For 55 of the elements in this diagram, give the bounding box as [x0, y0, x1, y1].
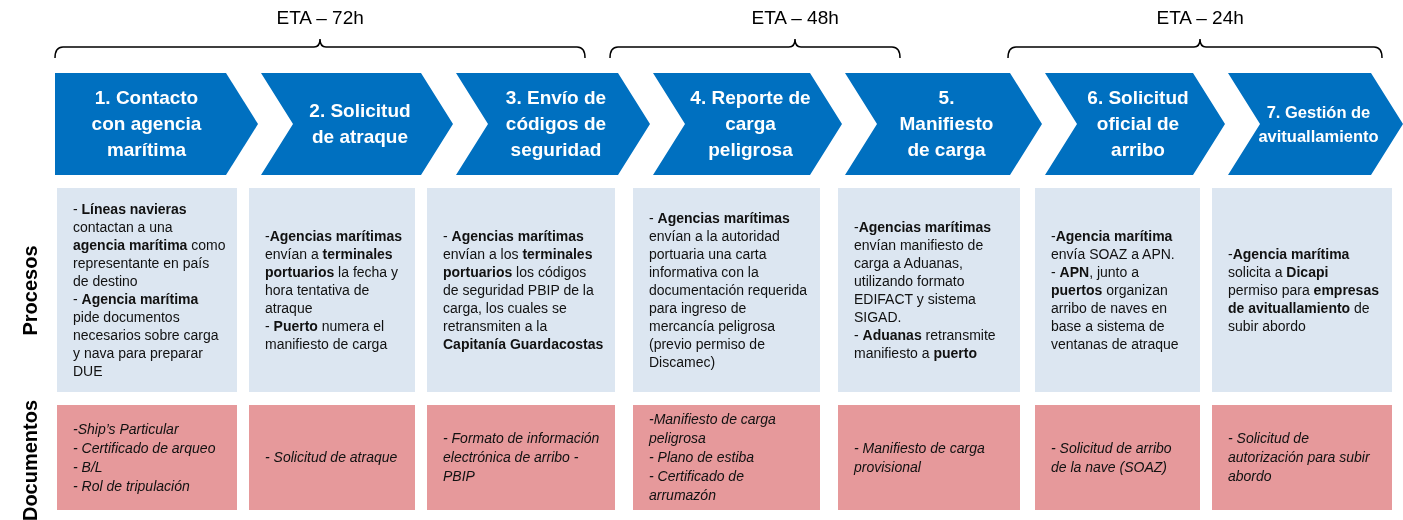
process-card	[1035, 188, 1200, 392]
process-card	[57, 188, 237, 392]
process-text: - Agencias marítimas envían a los terminales portuarios los códigos de seguridad PBIP de la carga, los cuales se retransmiten a la Capitanía Guardacostas	[443, 227, 605, 353]
process-text: - Agencia marítima pide documentos necesarios sobre carga y nava para preparar DUE	[73, 290, 220, 380]
document-item: -Manifiesto de carga peligrosa	[649, 410, 777, 448]
chevron-step	[1045, 73, 1225, 175]
document-item: - Manifiesto de carga provisional	[854, 438, 986, 477]
document-item: - Solicitud de autorización para subir abordo	[1228, 429, 1371, 486]
step-title: 7. Gestión de avituallamiento	[1257, 102, 1380, 147]
process-text: - Aduanas retransmite manifiesto a puerto	[854, 326, 997, 362]
step-title: 5. Manifiesto de carga	[898, 86, 995, 162]
document-item: - Rol de tripulación	[73, 476, 191, 496]
process-text: - APN, junto a puertos organizan arribo de naves en base a sistema de ventanas de atraque	[1051, 263, 1180, 353]
process-text: -Agencia marítima solicita a Dicapi permiso para empresas de avituallamiento de subir abordo	[1228, 245, 1380, 335]
chevron-step	[1228, 73, 1403, 175]
process-card	[633, 188, 820, 392]
document-card	[633, 405, 820, 510]
time-label: ETA – 72h	[276, 7, 364, 29]
document-card	[249, 405, 415, 510]
document-item: - Formato de información electrónica de arribo - PBIP	[443, 429, 601, 486]
process-text: - Puerto numera el manifiesto de carga	[265, 317, 389, 353]
document-card	[427, 405, 615, 510]
document-item: - Solicitud de atraque	[265, 448, 399, 467]
step-title: 6. Solicitud oficial de arribo	[1086, 86, 1190, 162]
document-item: - Certificado de arqueo	[73, 438, 217, 458]
process-card	[427, 188, 615, 392]
row-header: Procesos	[18, 244, 42, 336]
process-text: -Agencia marítima envía SOAZ a APN.	[1051, 227, 1176, 263]
process-text: - Agencias marítimas envían a la autoridad portuaria una carta informativa con la documentación requerida para ingreso de mercancía peligrosa (previo permiso de Discamec)	[649, 209, 808, 371]
process-card	[249, 188, 415, 392]
document-card	[1212, 405, 1392, 510]
step-title: 1. Contacto con agencia marítima	[90, 86, 203, 162]
chevron-step	[261, 73, 453, 175]
process-card	[838, 188, 1020, 392]
document-item: - Solicitud de arribo de la nave (SOAZ)	[1051, 438, 1173, 477]
document-card	[1035, 405, 1200, 510]
document-item: -Ship’s Particular	[73, 419, 180, 439]
process-card	[1212, 188, 1392, 392]
process-text: - Líneas navieras contactan a una agencia marítima como representante en país de destino	[73, 200, 227, 290]
time-label: ETA – 48h	[751, 7, 839, 29]
time-label: ETA – 24h	[1156, 7, 1244, 29]
chevron-step	[456, 73, 650, 175]
step-title: 4. Reporte de carga peligrosa	[689, 86, 812, 162]
chevron-step	[653, 73, 842, 175]
step-title: 3. Envío de códigos de seguridad	[504, 86, 608, 162]
document-item: - Certificado de arrumazón	[649, 467, 745, 505]
row-header: Documentos	[18, 399, 42, 520]
chevron-step	[845, 73, 1042, 175]
document-item: - Plano de estiba	[649, 448, 756, 467]
document-item: - B/L	[73, 457, 104, 477]
document-card	[838, 405, 1020, 510]
chevron-step	[55, 73, 258, 175]
document-card	[57, 405, 237, 510]
process-text: -Agencias marítimas envían manifiesto de carga a Aduanas, utilizando formato EDIFACT y sistema SIGAD.	[854, 218, 992, 326]
step-title: 2. Solicitud de atraque	[308, 99, 412, 149]
